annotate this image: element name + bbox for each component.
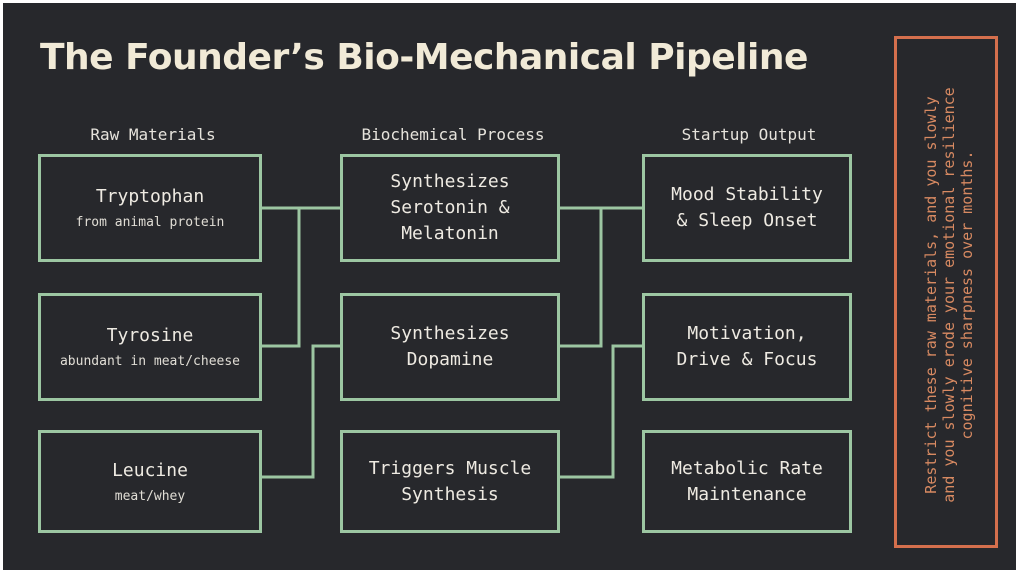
node-synthesizes-serotonin-melatonin: Synthesizes Serotonin & Melatonin bbox=[340, 154, 560, 262]
connector-leucine-to-muscle-synthesis bbox=[261, 344, 341, 479]
node-label: Mood Stability & Sleep Onset bbox=[671, 184, 823, 231]
node-note: from animal protein bbox=[75, 215, 225, 230]
node-triggers-muscle-synthesis: Triggers Muscle Synthesis bbox=[340, 430, 560, 533]
node-motivation-drive-focus: Motivation, Drive & Focus bbox=[642, 293, 852, 401]
node-label: Synthesizes Dopamine bbox=[390, 323, 510, 370]
node-label: Motivation, Drive & Focus bbox=[676, 323, 818, 370]
diagram-title: The Founder’s Bio-Mechanical Pipeline bbox=[40, 37, 808, 78]
connector-muscle-to-metabolic bbox=[559, 344, 643, 479]
connector-lines bbox=[261, 206, 643, 479]
column-header-raw-materials: Raw Materials bbox=[90, 125, 216, 144]
column-header-biochemical-process: Biochemical Process bbox=[361, 125, 545, 144]
node-label: Triggers Muscle Synthesis bbox=[368, 457, 532, 505]
node-label: Metabolic Rate Maintenance bbox=[671, 457, 823, 505]
node-metabolic-rate: Metabolic Rate Maintenance bbox=[642, 430, 852, 533]
connector-tyrosine-to-dopamine bbox=[261, 208, 301, 348]
warning-callout: Restrict these raw materials, and you sl… bbox=[894, 36, 998, 548]
connector-dopamine-to-motivation bbox=[559, 208, 603, 348]
node-label: Tryptophan bbox=[95, 186, 205, 207]
node-tryptophan: Tryptophan from animal protein bbox=[38, 154, 262, 262]
node-note: meat/whey bbox=[114, 488, 186, 504]
node-synthesizes-dopamine: Synthesizes Dopamine bbox=[340, 293, 560, 401]
node-tyrosine: Tyrosine abundant in meat/cheese bbox=[38, 293, 262, 401]
node-mood-stability: Mood Stability & Sleep Onset bbox=[642, 154, 852, 262]
warning-text: Restrict these raw materials, and you sl… bbox=[922, 87, 976, 503]
node-label: Tyrosine bbox=[106, 325, 194, 346]
node-label: Leucine bbox=[112, 459, 188, 481]
diagram-panel: The Founder’s Bio-Mechanical Pipeline Ra… bbox=[3, 3, 1016, 570]
column-header-startup-output: Startup Output bbox=[681, 125, 817, 144]
node-note: abundant in meat/cheese bbox=[59, 354, 240, 369]
node-leucine: Leucine meat/whey bbox=[38, 430, 262, 533]
node-label: Synthesizes Serotonin & Melatonin bbox=[390, 171, 510, 244]
